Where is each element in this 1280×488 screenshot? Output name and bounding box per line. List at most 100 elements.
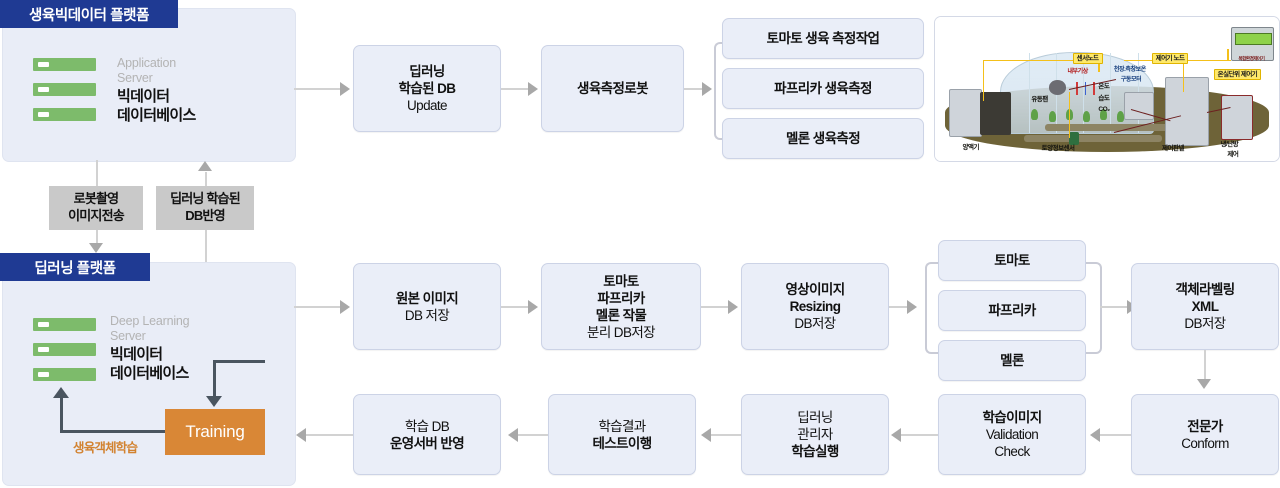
node-image-resizing-db-save[interactable]: 영상이미지 Resizing DB저장	[741, 263, 889, 350]
robot-capture-line-lower	[96, 230, 98, 244]
sensor-node-tag: 센서노드	[1072, 53, 1103, 65]
panel-to-mid-flow-line	[294, 306, 340, 308]
trained-db-arrow	[198, 161, 212, 171]
training-loop-vertical	[60, 398, 63, 433]
node-growth-measure-robot[interactable]: 생육측정로봇	[541, 45, 684, 132]
node-crop-split-db-save-line1: 토마토	[603, 273, 639, 289]
trained-db-line-upper	[205, 172, 207, 186]
labeling-to-expert-arrow	[1197, 379, 1211, 389]
node-training-result-test-execution[interactable]: 학습결과 테스트이행	[548, 394, 696, 475]
node-tomato-label: 토마토	[994, 253, 1030, 268]
node-image-resizing-db-save-line3: DB저장	[794, 316, 836, 331]
mid-branch-bracket-left	[925, 262, 941, 354]
node-deeplearning-manager-training-run-line2: 관리자	[797, 427, 833, 442]
node-training-result-test-execution-line2: 테스트이행	[592, 435, 652, 451]
complex-environment-controller-label: 복합환경제어기	[1238, 55, 1265, 61]
node-paprika-label: 파프리카	[988, 303, 1036, 318]
application-server-main-line2: 데이터베이스	[117, 107, 196, 125]
update-to-robot-line	[501, 88, 528, 90]
node-deeplearning-db-update-line2: 학습된 DB	[398, 81, 457, 96]
node-crop-split-db-save[interactable]: 토마토 파프리카 멜론 작물 분리 DB저장	[541, 263, 701, 350]
robot-to-branch-line	[684, 88, 706, 90]
node-original-image-db-save-line2: DB 저장	[404, 307, 450, 323]
node-training-db-operation-server-apply-line2: 운영서버 반영	[389, 435, 465, 451]
network-line-device	[1227, 48, 1229, 61]
deep-learning-server-sub-line2: Server	[110, 328, 146, 343]
node-crop-split-db-save-line4: 분리 DB저장	[587, 324, 656, 340]
application-server-sub-line2: Server	[117, 70, 153, 85]
node-paprika-growth-measure[interactable]: 파프리카 생육측정	[722, 68, 924, 109]
growth-bigdata-platform-title: 생육빅데이터 플랫폼	[0, 0, 178, 28]
node-expert-conform[interactable]: 전문가 Conform	[1131, 394, 1279, 475]
panel-to-mid-flow-arrow	[340, 300, 350, 314]
node-crop-split-db-save-line2: 파프리카	[597, 290, 645, 306]
network-line-ctrl-down	[1182, 60, 1184, 92]
trained-db-note: 딥러닝 학습된 DB반영	[156, 186, 254, 230]
trained-db-note-line1: 딥러닝 학습된	[170, 191, 241, 207]
node-training-db-operation-server-apply[interactable]: 학습 DB 운영서버 반영	[353, 394, 501, 475]
node-training-image-validation-check-line2: Validation	[985, 427, 1039, 442]
resizing-to-crops-line	[889, 306, 911, 308]
network-line-top-h	[983, 60, 1101, 62]
application-server-main-line1: 빅데이터	[117, 87, 170, 105]
training-loop-arrow	[53, 387, 69, 398]
test-to-dbapply-arrow	[508, 428, 518, 442]
network-line-top	[983, 60, 985, 101]
node-training-image-validation-check-line1: 학습이미지	[982, 410, 1042, 425]
greenhouse-illustration: 복합환경제어기 센서노드 제어기 노드 온실단위 제어기 내부기상	[934, 16, 1280, 162]
validation-to-manager-arrow	[891, 428, 901, 442]
node-melon-growth-measure[interactable]: 멜론 생육측정	[722, 118, 924, 159]
node-paprika[interactable]: 파프리카	[938, 290, 1086, 331]
dbapply-to-panel-arrow	[296, 428, 306, 442]
deep-learning-server-main-line2: 데이터베이스	[110, 365, 189, 383]
node-expert-conform-line2: Conform	[1181, 435, 1229, 451]
internal-weather-tag: 내부기상	[1067, 68, 1088, 75]
node-deeplearning-manager-training-run-line3: 학습실행	[791, 444, 839, 459]
split-to-resizing-arrow	[728, 300, 738, 314]
node-melon-growth-measure-label: 멜론 생육측정	[785, 131, 861, 146]
manager-to-test-arrow	[701, 428, 711, 442]
humidity-tag: 습도	[1098, 94, 1110, 102]
hvac-control-tag-1: 냉/난방	[1220, 140, 1239, 148]
application-server-icon	[33, 58, 96, 121]
node-object-labeling-xml-line1: 객체라벨링	[1175, 282, 1235, 297]
node-tomato[interactable]: 토마토	[938, 240, 1086, 281]
nutrient-supply-unit	[948, 89, 982, 138]
node-original-image-db-save[interactable]: 원본 이미지 DB 저장	[353, 263, 501, 350]
node-training-result-test-execution-line1: 학습결과	[598, 418, 646, 434]
node-growth-measure-robot-line1: 생육측정로봇	[577, 81, 649, 96]
split-to-resizing-line	[701, 306, 728, 308]
node-training-image-validation-check[interactable]: 학습이미지 Validation Check	[938, 394, 1086, 475]
application-server-label: Application Server 빅데이터 데이터베이스	[117, 56, 196, 125]
node-deeplearning-db-update[interactable]: 딥러닝 학습된 DB Update	[353, 45, 501, 132]
deep-learning-server-icon	[33, 318, 96, 381]
robot-capture-note-line1: 로봇촬영	[73, 191, 119, 207]
control-panel-unit	[1165, 77, 1209, 146]
node-object-labeling-xml-line3: DB저장	[1184, 316, 1226, 331]
expert-to-validation-line	[1100, 434, 1131, 436]
panel-to-top-flow-line	[294, 88, 340, 90]
crops-to-labeling-line	[1100, 306, 1127, 308]
network-line-sensor-down	[1098, 60, 1100, 72]
node-image-resizing-db-save-line1: 영상이미지	[785, 282, 845, 297]
greenhouse-unit-controller-tag: 온실단위 제어기	[1213, 68, 1262, 80]
roof-side-insulation-tag-1: 천장.측창보온	[1113, 67, 1146, 74]
training-box[interactable]: Training	[165, 409, 265, 455]
manager-to-test-line	[711, 434, 741, 436]
node-object-labeling-xml-line2: XML	[1191, 299, 1219, 314]
node-melon[interactable]: 멜론	[938, 340, 1086, 381]
robot-to-branch-arrow	[702, 82, 712, 96]
soil-sensor	[1069, 132, 1080, 146]
soil-info-sensor-tag: 토양정보센서	[1041, 145, 1075, 153]
mid-branch-bracket-right	[1086, 262, 1102, 354]
node-melon-label: 멜론	[1000, 353, 1024, 368]
deep-learning-server-label: Deep Learning Server 빅데이터 데이터베이스	[110, 314, 190, 383]
node-deeplearning-manager-training-run-line1: 딥러닝	[797, 410, 833, 425]
training-loop-horizontal	[60, 430, 167, 433]
circulation-fan	[1048, 80, 1066, 95]
node-deeplearning-manager-training-run[interactable]: 딥러닝 관리자 학습실행	[741, 394, 889, 475]
complex-environment-controller	[1230, 27, 1275, 61]
node-object-labeling-xml[interactable]: 객체라벨링 XML DB저장	[1131, 263, 1279, 350]
roof-side-insulation-tag-2: 구동모터	[1120, 77, 1142, 84]
node-tomato-growth-measure-task[interactable]: 토마토 생육 측정작업	[722, 18, 924, 59]
